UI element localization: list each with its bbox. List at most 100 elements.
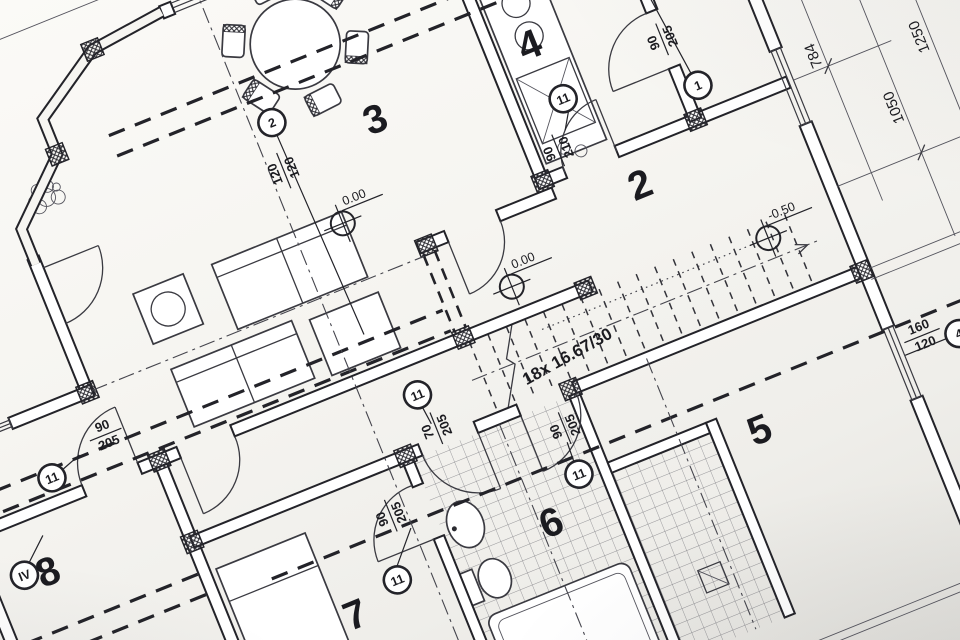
bathroom-tile-floor <box>413 396 677 640</box>
door-arc <box>76 406 139 486</box>
door-arc <box>42 244 104 325</box>
room-label-3: 3 <box>357 95 394 144</box>
elevation-markers: 0.00 0.00 -0.50 <box>324 186 813 306</box>
exterior-wall <box>798 119 896 332</box>
door-tag: 11 <box>564 459 594 489</box>
dining-table <box>249 0 342 90</box>
dotted-leader <box>541 244 752 330</box>
hatch-column <box>44 141 70 167</box>
bed-lines <box>228 564 319 640</box>
dining-chair <box>303 83 342 118</box>
chimney-wall <box>15 6 165 267</box>
tag-label: 11 <box>43 469 61 487</box>
hatch-column <box>450 324 476 351</box>
sink <box>445 500 486 549</box>
kitchen-appliance <box>515 56 597 145</box>
room-label-8: 8 <box>29 548 66 597</box>
elevation-value: 0.00 <box>340 186 368 208</box>
door-tag: 1 <box>683 70 713 101</box>
hatch-columns <box>44 36 875 555</box>
door-tag: 11 <box>402 380 433 410</box>
tag-label: 11 <box>570 466 588 484</box>
sink-tap-icon <box>451 526 457 532</box>
svg-text:90: 90 <box>93 416 112 435</box>
wall <box>578 0 659 15</box>
doors <box>42 12 669 563</box>
tag-label: 11 <box>389 571 407 589</box>
dining-chair <box>221 23 247 59</box>
tag-label: 11 <box>555 90 573 108</box>
svg-text:90: 90 <box>644 33 663 52</box>
dining-chair <box>310 0 349 11</box>
door-arc <box>520 392 582 472</box>
furniture <box>28 0 730 640</box>
window <box>769 46 812 127</box>
hatch-column <box>530 168 556 195</box>
sofa-cushion-lines <box>175 333 298 403</box>
hatch-column <box>683 107 709 133</box>
sink-bowl <box>514 21 544 51</box>
elevation-marker: 0.00 <box>493 249 553 306</box>
hatch-column <box>392 443 419 469</box>
tag-label: IV <box>17 567 34 585</box>
windows <box>0 0 923 449</box>
sink-bowl <box>501 0 531 19</box>
window-tag: 2 <box>257 107 287 138</box>
tag-label: 1 <box>692 78 704 94</box>
terrace-edge-line <box>749 570 960 640</box>
door-arc <box>608 12 669 93</box>
room-label-2: 2 <box>622 161 659 210</box>
exterior-wall <box>641 0 784 54</box>
hatch-column <box>573 275 599 301</box>
hob-burner-icon <box>574 144 588 158</box>
tag-label: 4 <box>953 326 960 342</box>
dimension-chain-label: 1250 <box>905 18 933 55</box>
door-dimension: 90 205 <box>644 23 681 56</box>
tag-label: 2 <box>266 115 278 131</box>
wall-opening-dashed <box>422 249 468 333</box>
elevation-value: 0.00 <box>509 249 537 271</box>
room-label-5: 5 <box>741 406 778 455</box>
window-dimension: 160 120 <box>904 316 940 354</box>
staircase <box>468 213 818 411</box>
center-line <box>169 0 497 640</box>
sofa-cushion-lines <box>216 224 347 304</box>
shower-drain <box>696 560 730 594</box>
tag-label: 11 <box>409 386 427 404</box>
dimension-chain-label: 784 <box>801 41 826 71</box>
lamp-icon <box>150 291 186 327</box>
hatch-column <box>557 376 584 402</box>
tick-mark <box>711 0 960 161</box>
section-line <box>0 308 452 535</box>
section-line <box>0 570 212 640</box>
section-line <box>271 296 960 581</box>
door-dimension: 70 205 <box>418 412 455 445</box>
shower-drain-line <box>697 570 730 585</box>
dimension-chain-label: 1050 <box>880 89 908 126</box>
door-arc <box>447 220 506 295</box>
tile-floors <box>413 396 785 640</box>
wall-extension-line <box>867 202 960 280</box>
wall <box>494 186 558 223</box>
stair-walk-line <box>471 240 818 381</box>
center-line <box>646 358 757 630</box>
wall <box>432 533 522 640</box>
exterior-wall <box>909 394 960 545</box>
wall <box>570 262 871 395</box>
elevation-marker: 0.00 <box>324 186 384 243</box>
svg-text:90: 90 <box>546 422 565 441</box>
door-tag: 11 <box>548 83 578 114</box>
window-dimension: 120 120 <box>264 152 303 189</box>
hatch-column <box>413 233 439 259</box>
door-tag: 11 <box>382 565 413 595</box>
bathtub-inner <box>498 572 652 640</box>
hatch-column <box>179 529 205 555</box>
stair-direction-arrow <box>794 243 809 255</box>
side-table <box>131 272 205 346</box>
elevation-marker: -0.50 <box>749 199 813 257</box>
bathtub <box>488 562 663 640</box>
stair-break-line <box>505 312 516 411</box>
